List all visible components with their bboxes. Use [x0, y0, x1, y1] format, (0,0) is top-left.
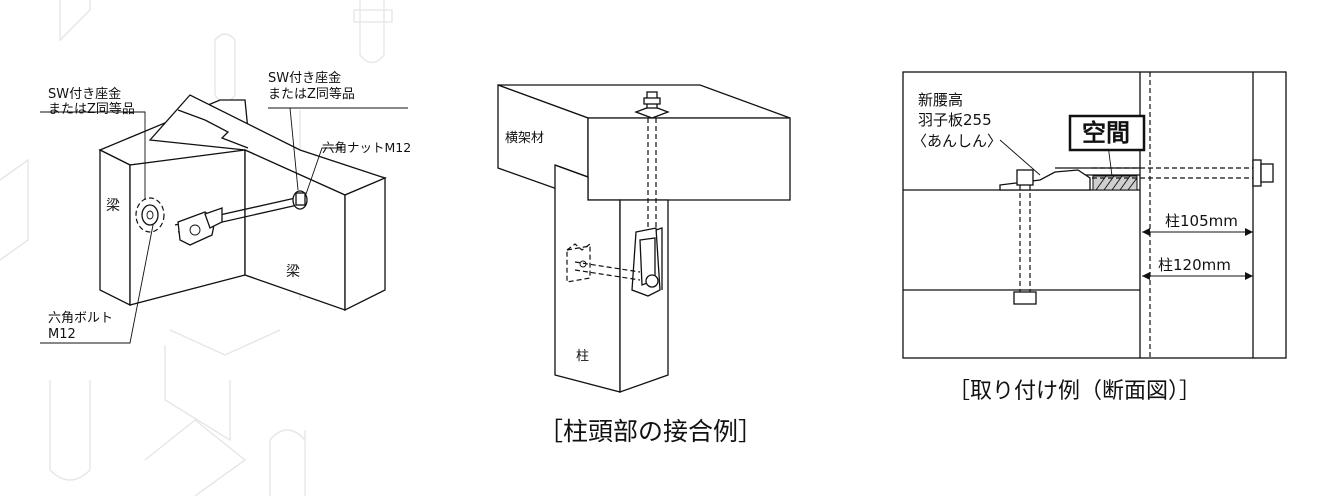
label-product-1: 新腰高: [918, 91, 963, 109]
washer-left: [141, 204, 159, 226]
crossbeam-side: [587, 117, 791, 201]
label-sw-left-1: SW付き座金: [48, 86, 121, 102]
label-sw-right-1: SW付き座金: [268, 70, 341, 86]
leader-sw-left: [40, 111, 146, 200]
label-dim-105: 柱105mm: [1165, 212, 1238, 230]
leader-bolt: [40, 224, 154, 344]
gap-label-box: [1068, 114, 1146, 152]
label-product-2: 羽子板255: [918, 111, 992, 129]
figure-beam-joint: SW付き座金 またはZ同等品 SW付き座金 またはZ同等品 六角ナットM12 梁…: [40, 70, 411, 344]
label-hex-bolt-1: 六角ボルト: [48, 311, 113, 326]
caption-post-head: ［柱頭部の接合例］: [538, 417, 763, 446]
bracket-section: [999, 169, 1091, 191]
label-dim-120: 柱120mm: [1158, 256, 1231, 274]
label-beam-left: 梁: [106, 198, 120, 214]
leader-nut: [304, 147, 342, 198]
label-sw-left-2: またはZ同等品: [48, 101, 135, 117]
figure-cross-section: 空間 新腰高 羽子板255 〈あんしん〉 柱105mm 柱120mm ［取り付け…: [902, 71, 1287, 404]
label-sw-right-2: またはZ同等品: [268, 86, 355, 102]
label-post: 柱: [576, 349, 589, 364]
figure-post-head-joint: 横架材 柱 ［柱頭部の接合例］: [497, 84, 791, 446]
bracket-plate: [177, 211, 216, 246]
label-product-3: 〈あんしん〉: [912, 132, 1002, 150]
label-crossbeam: 横架材: [505, 131, 544, 146]
label-hex-bolt-2: M12: [48, 327, 76, 342]
label-beam-right: 梁: [286, 264, 300, 280]
leader-sw-right: [268, 107, 408, 191]
left-beam-end: [99, 148, 131, 307]
caption-cross-section: ［取り付け例（断面図）］: [948, 379, 1201, 404]
label-hex-nut: 六角ナットM12: [322, 140, 411, 155]
label-gap: 空間: [1082, 119, 1130, 147]
right-beam-side: [344, 177, 386, 312]
